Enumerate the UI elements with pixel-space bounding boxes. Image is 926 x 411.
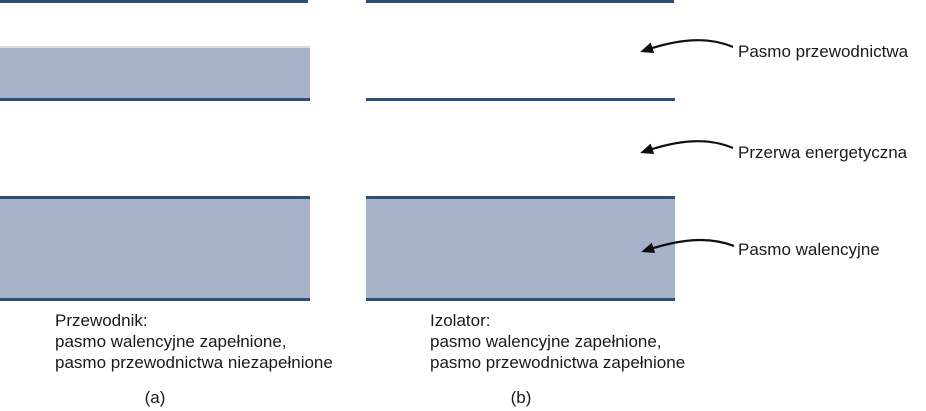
- panel-b-caption: (b): [510, 388, 532, 407]
- panel-b-conduction-band-top-line: [366, 0, 674, 3]
- panel-b-description-line3: pasmo przewodnictwa zapełnione: [430, 353, 686, 372]
- conduction-band-label: Pasmo przewodnictwa: [738, 42, 909, 61]
- panel-b-description: Izolator: pasmo walencyjne zapełnione, p…: [430, 310, 685, 373]
- panel-a-conduction-band-filled-region: [0, 46, 310, 101]
- panel-b-description-line1: Izolator:: [430, 311, 491, 330]
- energy-gap-arrow: [640, 140, 734, 154]
- conduction-band-arrow: [640, 39, 734, 53]
- panel-b-description-line2: pasmo walencyjne zapełnione,: [430, 332, 662, 351]
- panel-a-description-line3: pasmo przewodnictwa niezapełnione: [55, 353, 333, 372]
- panel-b-conduction-band-bottom-line: [366, 98, 675, 101]
- valence-band-label: Pasmo walencyjne: [738, 240, 880, 259]
- panel-b-valence-band: [366, 196, 675, 301]
- energy-gap-label: Przerwa energetyczna: [738, 143, 908, 162]
- panel-a-description: Przewodnik: pasmo walencyjne zapełnione,…: [55, 310, 333, 373]
- panel-a-description-line1: Przewodnik:: [55, 311, 148, 330]
- panel-a-caption: (a): [144, 388, 166, 407]
- panel-a-conduction-band-top-line: [0, 0, 308, 3]
- panel-a-valence-band: [0, 196, 310, 301]
- panel-a-description-line2: pasmo walencyjne zapełnione,: [55, 332, 287, 351]
